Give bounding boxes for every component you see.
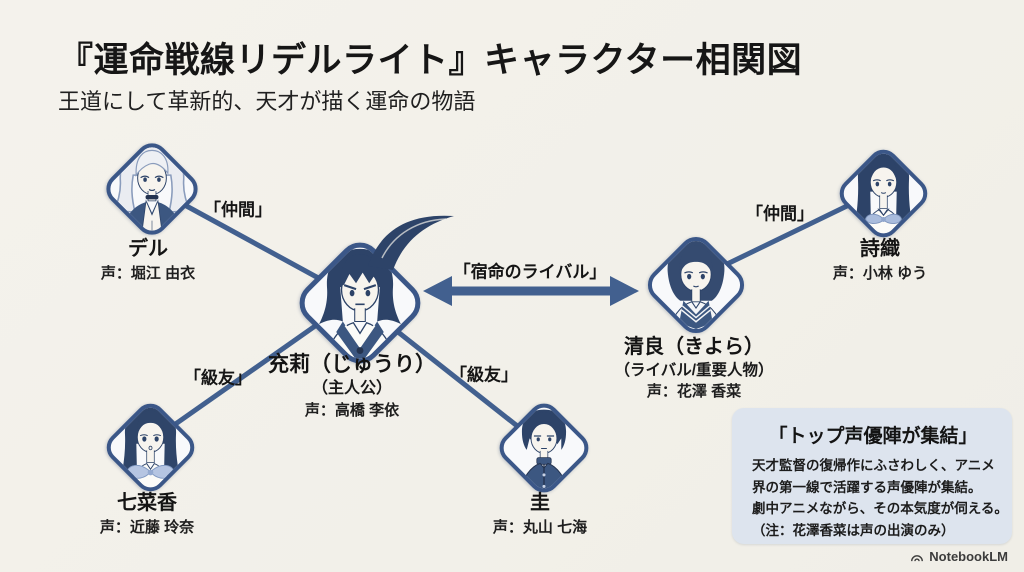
character-role-juuri: （主人公） [311, 379, 392, 397]
page-subtitle: 王道にして革新的、天才が描く運命の物語 [58, 89, 476, 114]
rivalry-double-arrow [423, 276, 639, 306]
note-box-line: 劇中アニメながら、その本気度が伺える。 [752, 501, 1008, 517]
character-cv-juuri: 声：高橋 李依 [304, 401, 400, 419]
character-cv-shiori: 声：小林 ゆう [832, 264, 928, 282]
character-name-shiori: 詩織 [860, 238, 900, 260]
note-box-title: 「トップ声優陣が集結」 [768, 426, 978, 447]
note-box-line: （注：花澤香菜は声の出演のみ） [752, 522, 955, 538]
character-cv-kei: 声：丸山 七海 [492, 518, 588, 536]
relationship-label-kyuyu-right: 「級友」 [450, 365, 518, 385]
watermark-label: NotebookLM [929, 549, 1008, 564]
relationship-label-rivalry: 「宿命のライバル」 [453, 262, 607, 282]
juuri-ponytail-art [368, 215, 454, 270]
character-name-kiyora: 清良（きよら） [624, 336, 764, 358]
character-cv-del: 声：堀江 由衣 [100, 264, 196, 282]
page-title: 『運命戦線リデルライト』キャラクター相関図 [58, 41, 803, 80]
character-cv-kiyora: 声：花澤 香菜 [646, 382, 742, 400]
character-name-kei: 圭 [530, 492, 550, 514]
voice-cast-note-box: 「トップ声優陣が集結」 天才監督の復帰作にふさわしく、アニメ 界の第一線で活躍す… [732, 408, 1012, 544]
character-name-del: デル [128, 238, 168, 260]
character-cv-nanaka: 声：近藤 玲奈 [99, 518, 195, 536]
character-role-kiyora: （ライバル/重要人物） [614, 361, 774, 379]
relationship-label-kyuyu-left: 「級友」 [184, 368, 252, 388]
note-box-line: 界の第一線で活躍する声優陣が集結。 [752, 479, 982, 495]
relationship-label-nakama-left: 「仲間」 [204, 200, 272, 220]
notebooklm-watermark: NotebookLM [910, 549, 1008, 564]
character-name-juuri: 充莉（じゅうり） [268, 353, 436, 376]
relationship-label-nakama-right: 「仲間」 [746, 204, 814, 224]
portrait-shiori [833, 143, 934, 244]
character-name-nanaka: 七菜香 [117, 492, 177, 514]
notebooklm-logo-icon [911, 554, 924, 561]
note-box-line: 天才監督の復帰作にふさわしく、アニメ [752, 458, 995, 473]
